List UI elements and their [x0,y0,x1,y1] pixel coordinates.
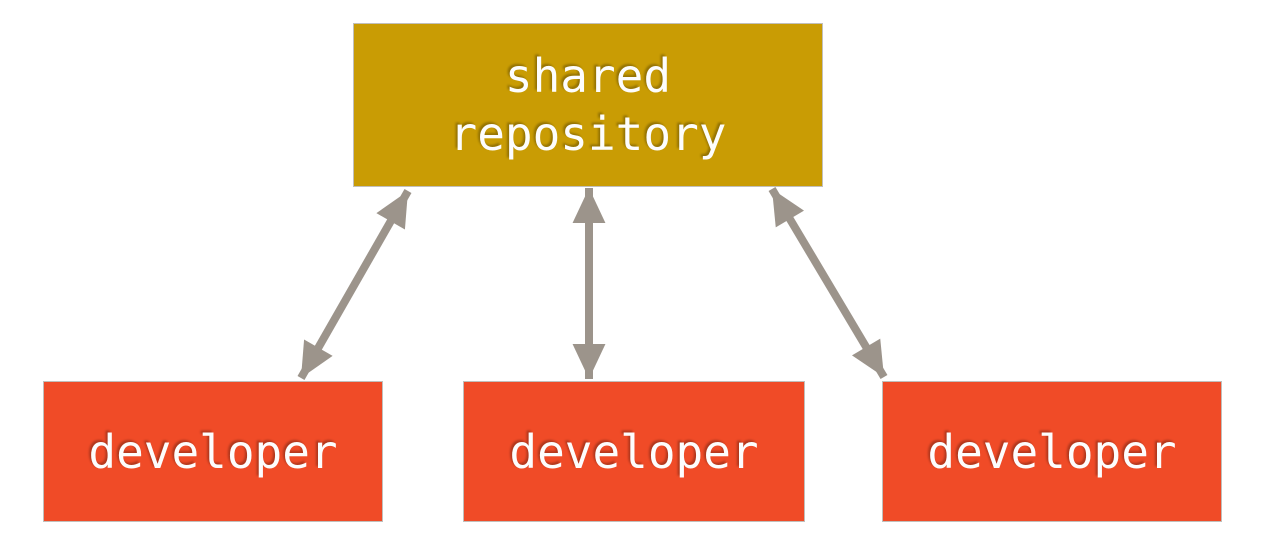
developer-2-label: developer [509,424,759,479]
developer-1-label: developer [88,424,338,479]
node-shared-repository: shared repository [353,23,823,187]
node-developer-3: developer [882,381,1222,522]
shared-repository-label: shared repository [449,49,727,161]
node-developer-2: developer [463,381,805,522]
node-developer-1: developer [43,381,383,522]
arrow-shared-to-developer-1 [297,189,412,380]
developer-3-label: developer [927,424,1177,479]
arrow-shared-to-developer-3 [768,186,888,380]
